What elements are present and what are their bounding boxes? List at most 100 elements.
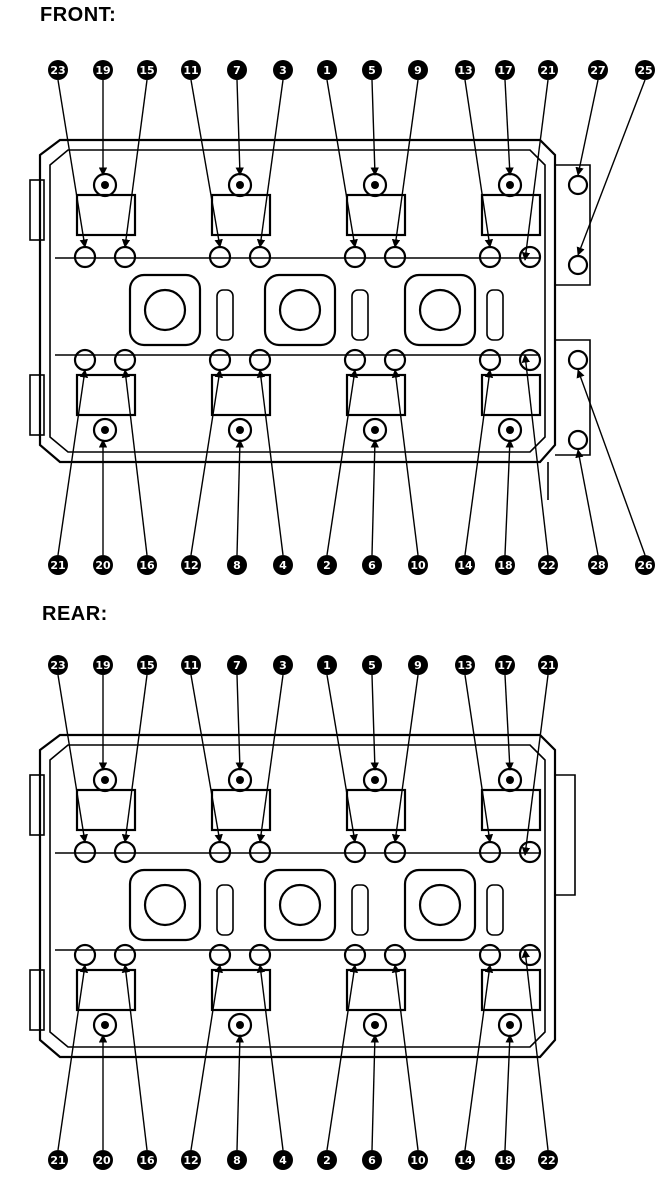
bracket-bolt <box>567 429 589 451</box>
callout-label: 15 <box>139 64 154 77</box>
left-flange <box>29 774 45 836</box>
callout-label: 3 <box>279 659 287 672</box>
bolt-center <box>506 426 514 434</box>
cam-cap <box>210 373 272 417</box>
leader-line <box>190 964 223 1151</box>
callout-label: 1 <box>323 659 331 672</box>
head-inner-outline <box>49 744 546 1048</box>
leader-line <box>464 964 494 1151</box>
leader-line <box>121 674 148 843</box>
combustion-chamber <box>128 868 202 942</box>
callout-label: 23 <box>50 64 65 77</box>
bracket-bolt <box>567 174 589 196</box>
callout-label: 9 <box>414 659 422 672</box>
combustion-chamber <box>263 273 337 347</box>
head-bolt <box>343 840 367 864</box>
callout-marker <box>93 60 113 80</box>
head-bolt <box>208 245 232 269</box>
chamber-port <box>418 288 462 332</box>
callout-label: 15 <box>139 659 154 672</box>
head-bolt <box>73 245 97 269</box>
callout-marker <box>273 60 293 80</box>
head-bolt <box>478 840 502 864</box>
callout-marker <box>455 555 475 575</box>
leader-line <box>326 964 359 1151</box>
rear-cylinder-head <box>29 733 576 1059</box>
callout-marker <box>273 555 293 575</box>
callout-label: 13 <box>457 659 472 672</box>
callout-label: 21 <box>540 64 555 77</box>
callout-label: 9 <box>414 64 422 77</box>
leader-line <box>190 79 223 248</box>
head-bolt <box>383 348 407 372</box>
callout-label: 10 <box>410 559 426 572</box>
head-bolt <box>248 348 272 372</box>
callout-marker <box>635 555 655 575</box>
passage <box>216 884 234 936</box>
head-bolt <box>343 943 367 967</box>
head-bolt <box>248 245 272 269</box>
head-inner-outline <box>49 149 546 453</box>
leader-line <box>256 674 284 843</box>
callout-marker <box>227 60 247 80</box>
head-bolt <box>383 245 407 269</box>
chamber-port <box>418 883 462 927</box>
right-bracket <box>555 339 591 456</box>
callout-marker <box>538 1150 558 1170</box>
bolt-center <box>236 1021 244 1029</box>
callout-marker <box>495 60 515 80</box>
callout-marker <box>362 60 382 80</box>
callout-label: 4 <box>279 1154 287 1167</box>
leader-line <box>256 369 284 556</box>
callout-label: 11 <box>183 659 198 672</box>
leader-line <box>235 1034 245 1151</box>
leader-line <box>464 674 494 843</box>
callout-marker <box>181 555 201 575</box>
head-bolt <box>208 840 232 864</box>
callout-marker <box>137 655 157 675</box>
passage <box>351 289 369 341</box>
leader-line <box>121 369 148 556</box>
bolt-center <box>506 1021 514 1029</box>
callout-marker <box>408 555 428 575</box>
callout-label: 10 <box>410 1154 426 1167</box>
callout-marker <box>455 655 475 675</box>
callout-label: 28 <box>590 559 605 572</box>
callout-label: 17 <box>497 659 512 672</box>
leader-line <box>190 674 223 843</box>
passage <box>216 289 234 341</box>
head-bolt <box>518 943 542 967</box>
callout-marker <box>495 555 515 575</box>
head-bolt <box>343 348 367 372</box>
callout-label: 20 <box>95 559 111 572</box>
callout-label: 18 <box>497 559 512 572</box>
callout-marker <box>317 555 337 575</box>
bolt-center <box>101 426 109 434</box>
bracket-bolt <box>567 349 589 371</box>
leader-line <box>521 79 549 261</box>
head-bolt <box>518 348 542 372</box>
callout-label: 2 <box>323 1154 331 1167</box>
cam-cap <box>480 968 542 1012</box>
callout-marker <box>181 1150 201 1170</box>
callout-label: 27 <box>590 64 605 77</box>
leader-line <box>235 674 244 771</box>
bolt-center <box>101 776 109 784</box>
callout-label: 25 <box>637 64 652 77</box>
leader-line <box>326 369 359 556</box>
callout-marker <box>455 1150 475 1170</box>
head-bolt <box>208 348 232 372</box>
chamber-port <box>278 883 322 927</box>
head-bolt <box>343 245 367 269</box>
cam-cap <box>345 193 407 237</box>
cam-cap <box>210 788 272 832</box>
leader-line <box>464 369 494 556</box>
bolt-center <box>371 181 379 189</box>
callout-label: 22 <box>540 559 555 572</box>
leader-line <box>391 674 419 843</box>
leader-line <box>504 79 514 176</box>
callout-marker <box>181 655 201 675</box>
head-bolt <box>73 840 97 864</box>
